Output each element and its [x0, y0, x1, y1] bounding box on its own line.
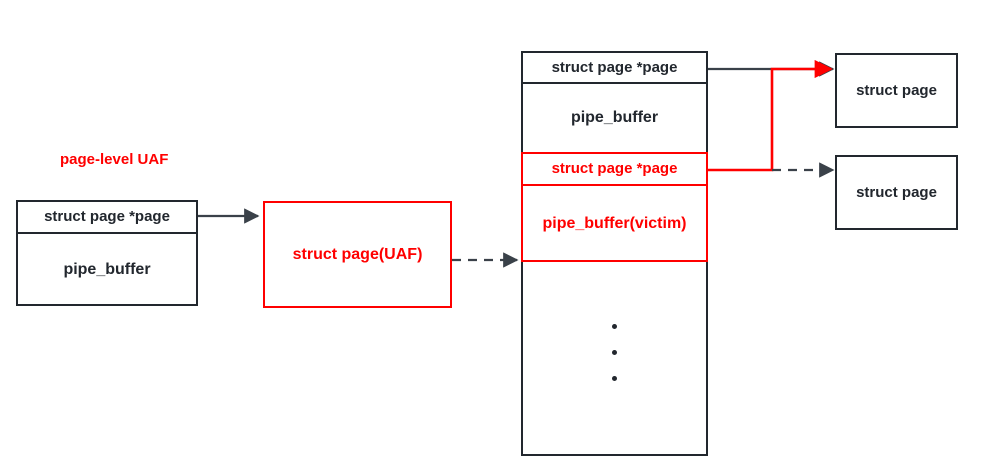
right-struct-page-label-top: struct page [856, 82, 937, 99]
left-box-divider [16, 232, 198, 234]
struct-page-uaf-label: struct page(UAF) [292, 245, 423, 263]
center-row-2-victim-struct-page-pointer: struct page *page [551, 159, 678, 177]
struct-page-uaf-box [263, 201, 452, 308]
victim-pipe-buffer-block [521, 152, 708, 262]
right-struct-page-box-top [835, 53, 958, 128]
left-pipe-buffer-box [16, 200, 198, 306]
center-divider-victim [521, 184, 708, 186]
center-row-1-pipe-buffer: pipe_buffer [570, 109, 659, 126]
center-row-0-struct-page-pointer: struct page *page [551, 58, 678, 76]
page-level-uaf-label: page-level UAF [60, 151, 169, 168]
right-struct-page-box-bottom [835, 155, 958, 230]
connector-victim-page-to-top-struct-page [708, 59, 833, 172]
right-struct-page-label-bottom: struct page [856, 184, 937, 201]
center-divider-0 [521, 82, 708, 84]
vertical-ellipsis-icon [611, 324, 617, 381]
left-struct-page-pointer-cell: struct page *page [44, 207, 170, 225]
left-pipe-buffer-cell: pipe_buffer [63, 261, 151, 278]
center-row-3-pipe-buffer-victim: pipe_buffer(victim) [542, 215, 687, 232]
